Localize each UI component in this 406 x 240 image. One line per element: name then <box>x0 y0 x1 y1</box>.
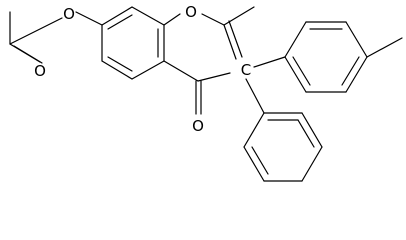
bond-c3-to-phenyl <box>245 78 265 114</box>
benzo-bond-5 <box>101 60 133 80</box>
bond-ester-oxygen-to-ring <box>75 11 103 26</box>
pyran-bond-c8a-o <box>163 13 181 26</box>
tolyl-bond-4 <box>345 56 368 93</box>
bond-carbonyl-double-o <box>13 45 43 64</box>
benzo-inner-bond-1 <box>107 14 133 30</box>
atom-labels: O O O C O <box>34 3 251 135</box>
tolyl-inner-bond-3 <box>292 56 311 86</box>
quaternary-carbon-label: C <box>241 61 251 79</box>
ester-carbonyl-oxygen-label: O <box>34 62 46 80</box>
ester-ring-oxygen-label: O <box>63 5 75 23</box>
tolyl-bond-3 <box>345 21 368 58</box>
tolyl-methyl-bond <box>366 37 403 58</box>
tolyl-bond-6 <box>284 56 307 93</box>
pyran-oxygen-label: O <box>185 3 197 21</box>
benzo-ring <box>101 6 165 80</box>
benzo-inner-bond-3 <box>107 56 133 72</box>
acetoxy-group <box>9 11 103 64</box>
ketone-oxygen-label: O <box>192 117 204 135</box>
phenyl-bond-2 <box>243 146 265 182</box>
phenyl-bond-4 <box>301 146 323 182</box>
bond-c3-to-tolyl <box>253 56 286 68</box>
pyranone-ring <box>163 6 255 115</box>
bond-acyl-to-ester-oxygen <box>9 17 63 45</box>
pyran-bond-o-c2 <box>201 13 225 26</box>
tolyl-bond-1 <box>284 21 307 58</box>
benzo-bond-4 <box>131 60 165 80</box>
pyran-bond-c4-c4a <box>163 60 199 82</box>
pyran-bond-c2-c3 <box>223 24 237 60</box>
benzo-bond-1 <box>101 6 133 26</box>
phenyl-inner-bond-1 <box>251 146 269 175</box>
chemical-structure: O O O C O <box>9 3 403 182</box>
methyl-bond-c2 <box>223 6 255 26</box>
phenyl-bond-1 <box>243 112 265 148</box>
phenyl-inner-bond-2 <box>297 119 315 148</box>
p-tolyl-ring <box>253 21 403 93</box>
pyran-double-c2-c3 <box>228 20 243 58</box>
phenyl-ring <box>243 78 323 182</box>
tolyl-inner-bond-2 <box>341 56 360 86</box>
phenyl-bond-5 <box>301 112 323 148</box>
benzo-bond-2 <box>131 6 165 26</box>
pyran-bond-c3-c4 <box>197 72 231 82</box>
